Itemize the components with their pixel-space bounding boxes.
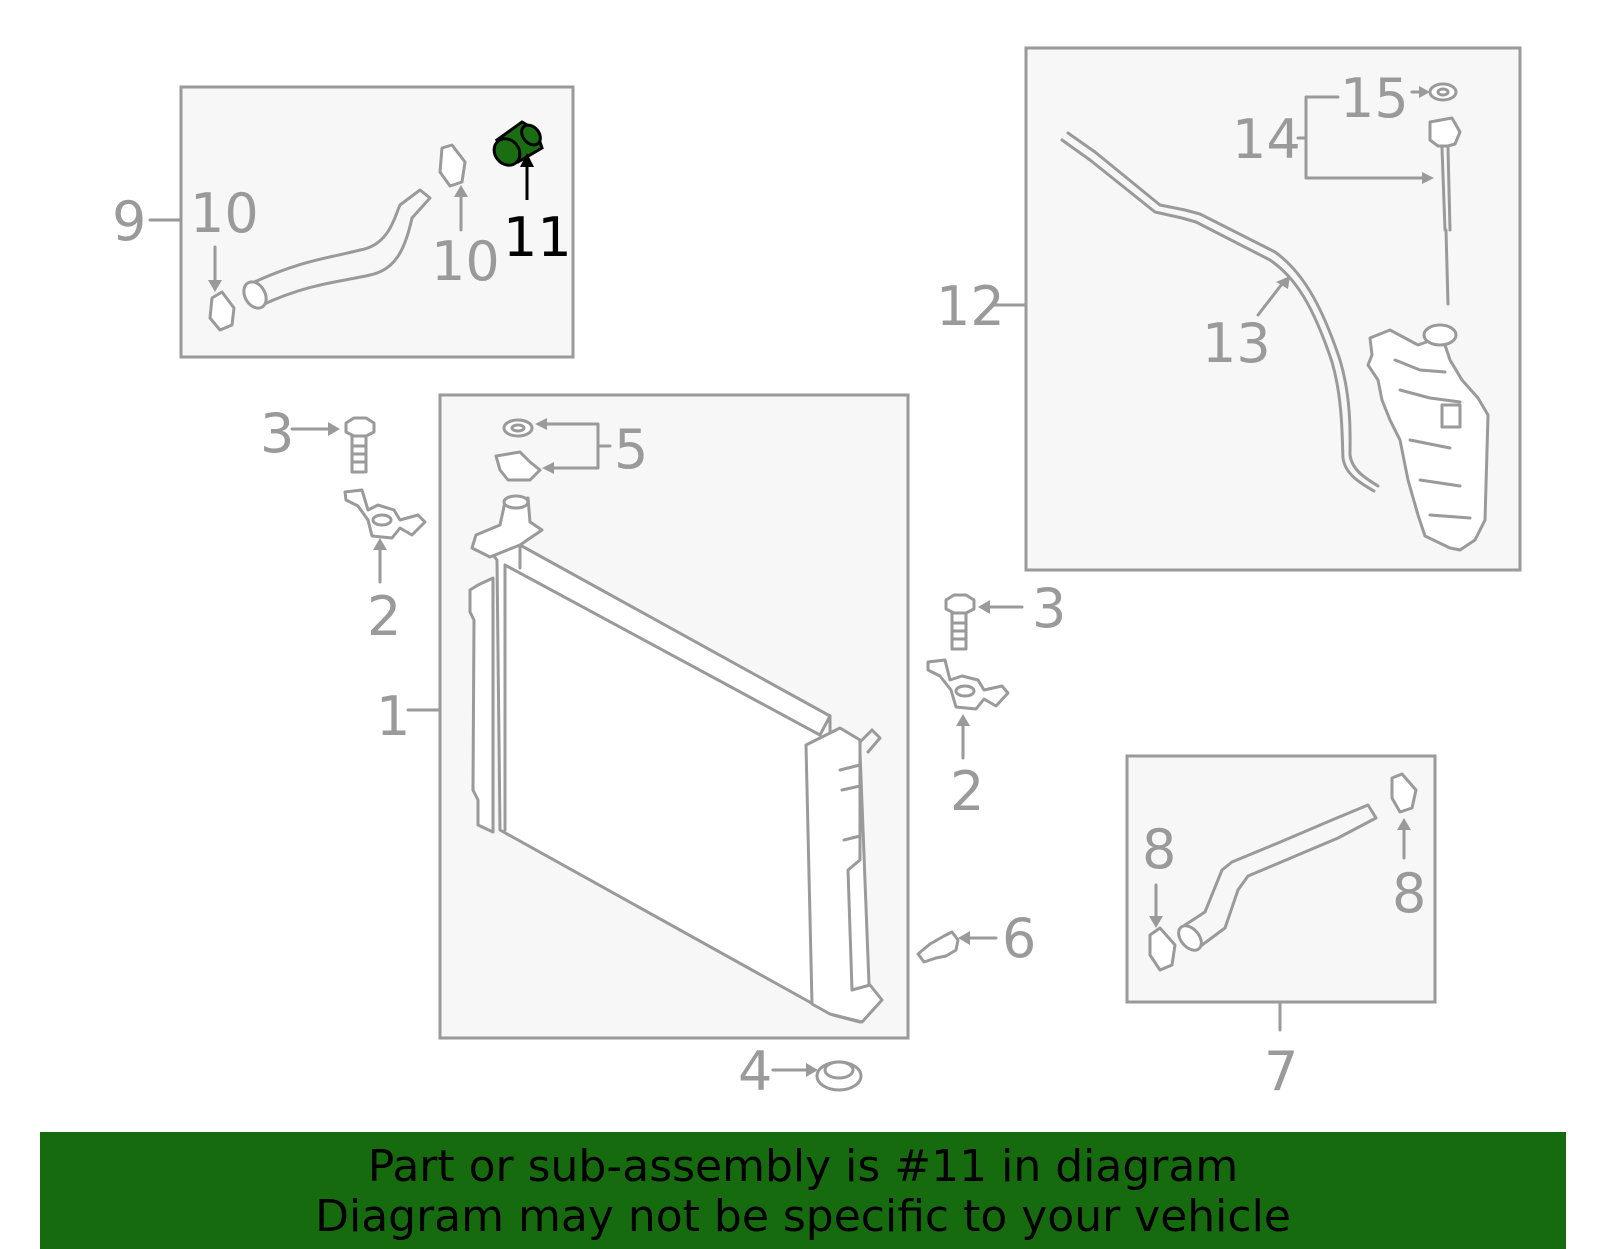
callout-5: 5 <box>614 418 648 481</box>
group-1-radiator <box>406 393 910 1040</box>
callout-8-right: 8 <box>1392 862 1426 925</box>
callout-15: 15 <box>1340 67 1409 130</box>
callout-11-highlighted: 11 <box>503 206 572 269</box>
dipstick-cap <box>1428 116 1462 148</box>
bolt-right <box>944 593 976 651</box>
callout-10-right: 10 <box>431 230 500 293</box>
grommet <box>815 1060 863 1092</box>
callout-3-left: 3 <box>260 402 294 465</box>
bracket-right <box>926 658 1010 711</box>
upper-hose <box>246 188 432 307</box>
lower-hose-clamp-right <box>1390 772 1418 814</box>
info-banner: Part or sub-assembly is #11 in diagram D… <box>40 1132 1566 1249</box>
bolt-left <box>344 416 376 474</box>
callout-2-right: 2 <box>950 760 984 823</box>
radiator-filler-neck <box>470 496 544 559</box>
callout-7: 7 <box>1264 1040 1298 1103</box>
callout-14: 14 <box>1232 108 1301 171</box>
radiator-cap <box>494 450 542 482</box>
group-7-box <box>1125 754 1437 1004</box>
overflow-hose <box>1066 131 1380 488</box>
callout-9: 9 <box>112 190 146 253</box>
lower-hose <box>1183 803 1378 950</box>
callout-10-left: 10 <box>190 182 259 245</box>
drain-plug <box>916 930 960 964</box>
banner-line-2: Diagram may not be specific to your vehi… <box>315 1191 1291 1242</box>
callout-1: 1 <box>376 685 410 748</box>
callout-8-left: 8 <box>1142 818 1176 881</box>
hose-clamp-right <box>438 143 467 188</box>
lower-hose-clamp-left <box>1148 926 1177 972</box>
callout-2-left: 2 <box>367 585 401 648</box>
radiator-left-tank <box>468 576 495 834</box>
group-9-upper-hose <box>148 85 575 359</box>
group-7-lower-hose <box>1125 754 1437 1032</box>
callout-6: 6 <box>1002 907 1036 970</box>
group-12-reservoir <box>992 46 1522 572</box>
hose-clamp-left <box>208 290 236 332</box>
callout-13: 13 <box>1202 312 1271 375</box>
callout-4: 4 <box>738 1040 772 1103</box>
banner-line-1: Part or sub-assembly is #11 in diagram <box>367 1141 1239 1192</box>
callout-3-right: 3 <box>1032 577 1066 640</box>
part-11-highlighted <box>492 120 544 167</box>
radiator-right-tank <box>804 726 884 1024</box>
callout-12: 12 <box>936 275 1005 338</box>
